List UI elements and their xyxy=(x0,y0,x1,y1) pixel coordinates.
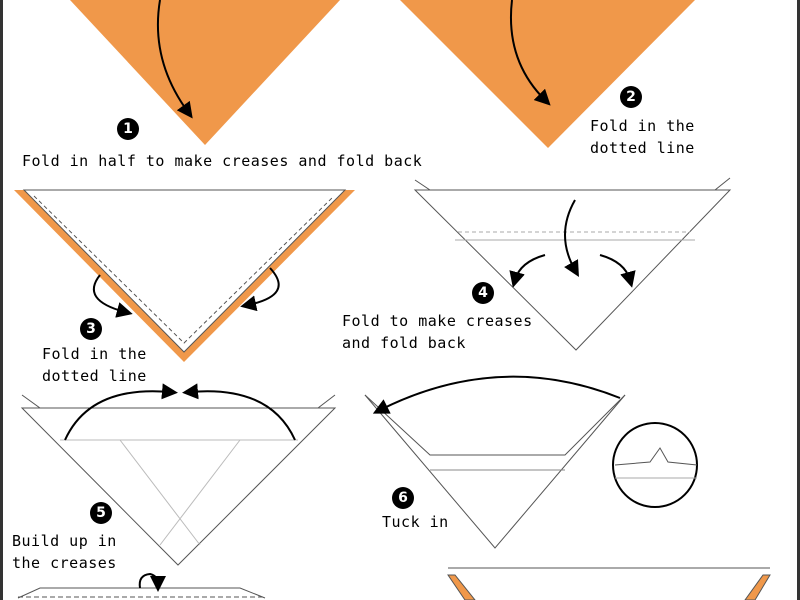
step-6-number: 6 xyxy=(392,487,414,509)
step-3-instruction: Fold in the dotted line xyxy=(42,345,147,385)
step-1-instruction: Fold in half to make creases and fold ba… xyxy=(22,152,423,170)
step-4-instruction: Fold to make creases and fold back xyxy=(342,312,533,352)
step-2-instruction: Fold in the dotted line xyxy=(590,117,695,157)
step-5-number: 5 xyxy=(90,502,112,524)
step-4-number: 4 xyxy=(472,282,494,304)
step1-figure xyxy=(70,0,340,145)
step-6-instruction: Tuck in xyxy=(382,513,449,531)
step2-figure xyxy=(400,0,695,148)
step3-figure xyxy=(14,189,355,362)
right-border xyxy=(797,0,800,600)
detail-magnifier xyxy=(612,422,698,508)
left-border xyxy=(0,0,3,600)
step6-figure xyxy=(364,375,698,549)
step-3-number: 3 xyxy=(80,318,102,340)
step8-figure xyxy=(447,567,771,600)
step4-figure xyxy=(413,177,732,351)
step-1-number: 1 xyxy=(117,118,139,140)
step5-figure xyxy=(20,383,337,566)
step-5-instruction: Build up in the creases xyxy=(12,532,117,572)
step-2-number: 2 xyxy=(620,86,642,108)
step7-figure xyxy=(17,572,266,599)
